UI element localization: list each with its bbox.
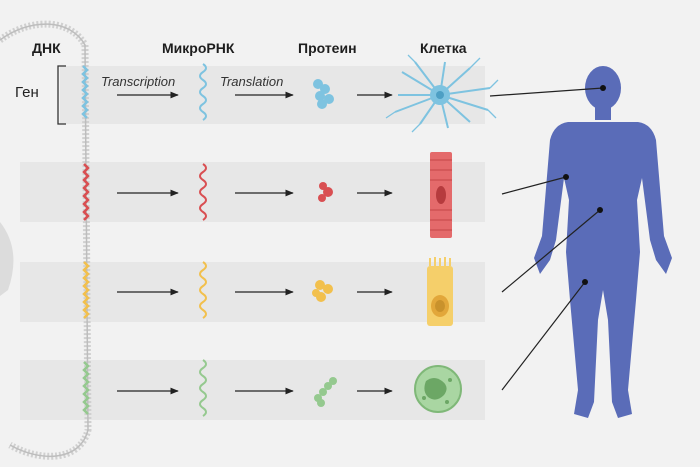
protein-2: [318, 182, 333, 202]
step-translation: Translation: [220, 74, 284, 89]
gene-segment-4: [82, 361, 90, 415]
arrows: [117, 91, 393, 395]
gene-segment-3: [82, 261, 90, 319]
microrna-strands: [199, 63, 207, 417]
protein-1: [313, 79, 334, 109]
neuron-cell: [385, 54, 499, 133]
human-body: [534, 66, 672, 418]
protein-3: [312, 280, 333, 302]
muscle-cell: [430, 152, 452, 238]
connector-dots: [563, 85, 606, 285]
gene-bracket: [57, 65, 66, 125]
gene-segment-2: [82, 163, 90, 221]
header-microrna: МикроРНК: [162, 40, 235, 56]
header-cell: Клетка: [420, 40, 467, 56]
connector-arm: [501, 176, 567, 195]
epithelial-cell: [427, 257, 453, 326]
connector-abdomen: [501, 209, 601, 293]
connector-lines: [489, 87, 604, 391]
row-band-4: [20, 360, 485, 420]
gene-segments: [81, 65, 90, 415]
header-dna: ДНК: [32, 40, 61, 56]
gene-segment-1: [81, 65, 89, 119]
microrna-2: [199, 163, 207, 221]
connector-head: [489, 87, 604, 97]
microrna-1: [199, 63, 207, 121]
gene-label: Ген: [15, 84, 39, 101]
step-transcription: Transcription: [101, 74, 176, 89]
row-band-2: [20, 162, 485, 222]
partial-circle: [0, 222, 14, 296]
microrna-3: [199, 261, 207, 319]
white-blood-cell: [414, 365, 462, 413]
microrna-4: [199, 359, 207, 417]
dna-strand-inner: [0, 23, 89, 457]
connector-leg: [501, 281, 586, 391]
header-protein: Протеин: [298, 40, 357, 56]
protein-4: [314, 377, 337, 407]
